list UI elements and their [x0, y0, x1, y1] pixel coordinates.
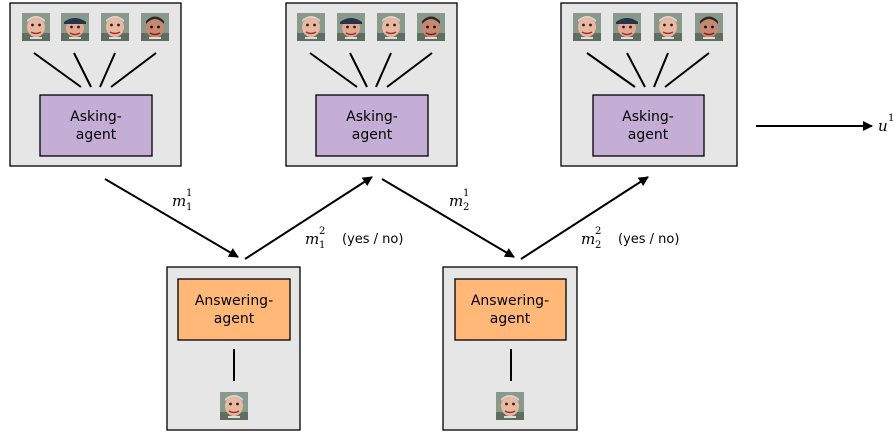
- arrow-answer-1: [244, 176, 373, 260]
- face-thumbnail-icon: [694, 12, 724, 42]
- candidate-links: [309, 52, 433, 88]
- asking-panel-3: Asking- agent: [560, 2, 738, 167]
- face-thumbnail-icon: [376, 12, 406, 42]
- message-subscript: 1: [319, 240, 325, 251]
- message-label-2: m 2 1 (yes / no): [305, 226, 403, 251]
- asking-agent-label: agent: [628, 127, 669, 143]
- asking-agent-box: [39, 94, 153, 157]
- output-superscript: 1: [888, 113, 894, 124]
- face-thumbnail-icon: [416, 12, 446, 42]
- face-thumbnail-icon: [572, 12, 602, 42]
- asking-agent-label: Asking-: [622, 109, 674, 125]
- message-label-1: m 1 1: [172, 188, 192, 213]
- face-thumbnail-icon: [296, 12, 326, 42]
- face-thumbnail-icon: [60, 12, 90, 42]
- arrow-question-2: [381, 178, 515, 258]
- asking-panel-1: Asking- agent: [9, 2, 182, 167]
- message-superscript: 2: [595, 226, 601, 237]
- message-subscript: 2: [595, 240, 601, 251]
- message-superscript: 1: [186, 188, 192, 199]
- message-superscript: 1: [463, 188, 469, 199]
- asking-agent-box: [315, 94, 429, 157]
- asking-agent-label: agent: [76, 127, 117, 143]
- face-thumbnail-icon: [219, 391, 249, 421]
- face-thumbnail-icon: [653, 12, 683, 42]
- face-thumbnail-icon: [612, 12, 642, 42]
- candidate-links: [33, 52, 157, 88]
- answering-panel-2: Answering- agent: [442, 266, 578, 431]
- answering-agent-box: [177, 278, 291, 341]
- message-symbol: m: [449, 192, 463, 210]
- message-subscript: 1: [186, 202, 192, 213]
- face-thumbnail-icon: [100, 12, 130, 42]
- asking-agent-box: [592, 94, 705, 157]
- answering-agent-label: agent: [490, 311, 531, 327]
- asking-agent-label: agent: [352, 127, 393, 143]
- message-subscript: 2: [463, 202, 469, 213]
- output-label: u 1: [878, 113, 894, 135]
- message-symbol: m: [172, 192, 186, 210]
- face-thumbnail-icon: [140, 12, 170, 42]
- answering-agent-label: agent: [214, 311, 255, 327]
- face-thumbnail-icon: [495, 391, 525, 421]
- message-label-3: m 1 2: [449, 188, 469, 213]
- answer-note: (yes / no): [618, 232, 679, 247]
- message-symbol: m: [305, 230, 319, 248]
- asking-agent-label: Asking-: [70, 109, 122, 125]
- message-arrows: [104, 121, 873, 260]
- face-thumbnail-icon: [21, 12, 51, 42]
- message-superscript: 2: [319, 226, 325, 237]
- arrow-answer-2: [520, 176, 649, 260]
- output-symbol: u: [878, 117, 888, 135]
- asking-agent-label: Asking-: [346, 109, 398, 125]
- answering-agent-label: Answering-: [195, 293, 273, 309]
- arrow-question-1: [104, 178, 239, 258]
- message-label-4: m 2 2 (yes / no): [581, 226, 679, 251]
- answering-panel-1: Answering- agent: [166, 266, 301, 431]
- answering-agent-box: [454, 278, 567, 341]
- answer-note: (yes / no): [342, 232, 403, 247]
- asking-panel-2: Asking- agent: [285, 2, 458, 167]
- candidate-links: [586, 52, 710, 88]
- face-thumbnail-icon: [336, 12, 366, 42]
- answering-agent-label: Answering-: [471, 293, 549, 309]
- message-symbol: m: [581, 230, 595, 248]
